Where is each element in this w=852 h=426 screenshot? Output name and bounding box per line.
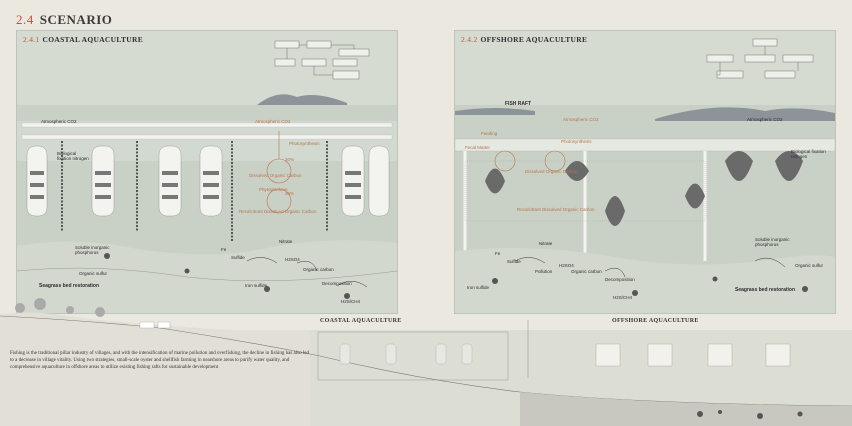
coastal-doc-label: Dissolved Organic Carbon <box>249 173 302 178</box>
offshore-nitrogen-label: Biological fixation nitrogen <box>791 149 826 159</box>
coastal-panel-heading: COASTAL AQUACULTURE <box>42 35 144 44</box>
offshore-seagrass-label: Seagrass bed restoration <box>735 287 796 293</box>
offshore-sulfide-label: Sulfide <box>507 259 521 264</box>
coastal-photosynthesis-label: Photosynthesis <box>289 141 320 146</box>
coastal-pct2-label: 30% <box>285 191 295 196</box>
coastal-organic-sulfur-label: Organic sulfur <box>79 271 108 276</box>
offshore-panel-heading: OFFSHORE AQUACULTURE <box>480 35 588 44</box>
coastal-seagrass-label: Seagrass bed restoration <box>39 283 100 289</box>
coastal-recalcitrant-label: Recalcitrant Dissolved Organic Carbon <box>239 209 317 214</box>
offshore-organic-carbon-label: Organic carbon <box>571 269 602 274</box>
coastal-soluble-label: Soluble inorganic phosphorus <box>75 245 110 255</box>
coastal-atmospheric-label: Atmospheric CO2 <box>41 119 77 124</box>
offshore-illustration <box>455 38 835 313</box>
offshore-soluble-label: Soluble inorganic phosphorus <box>755 237 790 247</box>
coastal-h2s-label: H2S/CH4 <box>341 299 361 304</box>
offshore-organic-sulfur-label: Organic sulfur <box>795 263 824 268</box>
offshore-decomposition-label: Decomposition <box>605 277 635 282</box>
coastal-atmospheric-label-2: Atmospheric CO2 <box>255 119 291 124</box>
offshore-pollution-label: Pollution <box>535 269 553 274</box>
coastal-h2so4-label: H2SO4 <box>285 257 300 262</box>
offshore-recalcitrant-label: Recalcitrant Dissolved Organic Carbon <box>517 207 595 212</box>
coastal-iron-sulfide-label: Iron sulfide <box>245 283 268 288</box>
coastal-sulfide-label: Sulfide <box>231 255 245 260</box>
coastal-phyto-label: Phytoplankton <box>259 187 288 192</box>
offshore-h2so4-label: H2SO4 <box>559 263 574 268</box>
offshore-iron-sulfide-label: Iron sulfide <box>467 285 490 290</box>
section-heading: SCENARIO <box>39 12 113 27</box>
coastal-organic-carbon-label: Organic carbon <box>303 267 334 272</box>
coastline-section <box>0 298 852 426</box>
coastal-pct1-label: 30% <box>285 157 295 162</box>
description-text: Fishing is the traditional pillar indust… <box>10 351 309 370</box>
section-number: 2.4 <box>16 12 34 27</box>
offshore-h2s-label: H2S/CH4 <box>613 295 633 300</box>
offshore-feeding-label: Feeding <box>481 131 498 136</box>
section-title: 2.4 SCENARIO <box>16 12 112 28</box>
coastal-nitrogen-label: Biological fixation nitrogen <box>57 151 89 161</box>
coastal-illustration <box>17 40 397 313</box>
coastal-nitrate-label: Nitrate <box>279 239 293 244</box>
coastal-section-label: COASTAL AQUACULTURE <box>320 318 402 324</box>
coastal-decomposition-label: Decomposition <box>322 281 352 286</box>
coastal-panel-number: 2.4.1 <box>23 35 40 44</box>
offshore-atmospheric-label: Atmospheric CO2 <box>563 117 599 122</box>
offshore-panel-number: 2.4.2 <box>461 35 478 44</box>
offshore-nitrate-label: Nitrate <box>539 241 553 246</box>
offshore-fish-raft-label: FISH RAFT <box>505 101 532 107</box>
coastal-fe-label: Fe <box>221 247 227 252</box>
offshore-atmospheric-label-2: Atmospheric CO2 <box>747 117 783 122</box>
offshore-photosynthesis-label: Photosynthesis <box>561 139 592 144</box>
offshore-fe-label: Fe <box>495 251 501 256</box>
offshore-fecal-label: Fecal Matter <box>465 145 491 150</box>
offshore-section-label: OFFSHORE AQUACULTURE <box>612 318 699 324</box>
offshore-doc-label: Dissolved Organic Carbon <box>525 169 578 174</box>
